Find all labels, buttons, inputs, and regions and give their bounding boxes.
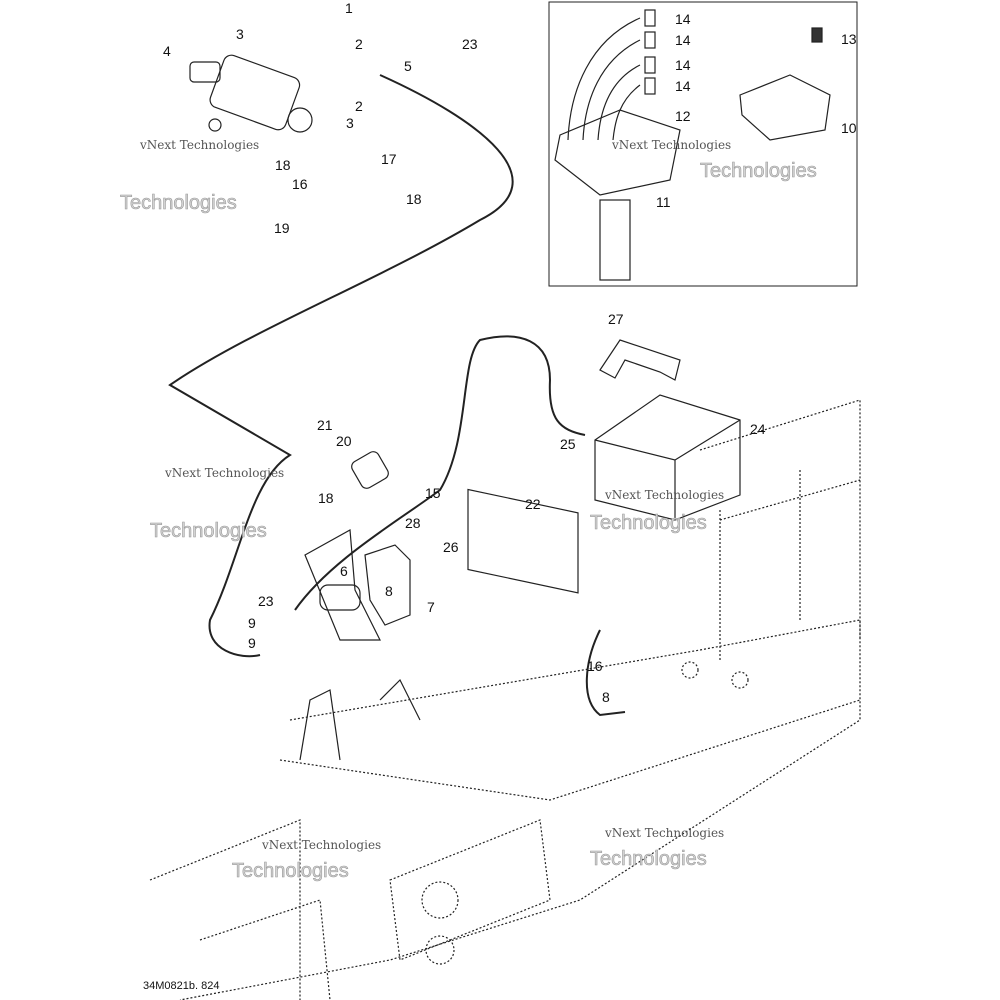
watermark: vNext Technologies	[140, 138, 260, 152]
battery-strap	[599, 339, 681, 381]
callout-20: 20	[336, 433, 352, 449]
callout-4: 4	[163, 43, 171, 59]
callout-14d: 14	[675, 78, 691, 94]
callout-14: 14	[675, 11, 691, 27]
callout-18: 18	[275, 157, 291, 173]
callout-9b: 9	[248, 635, 256, 651]
callout-14c: 14	[675, 57, 691, 73]
callout-2: 2	[355, 36, 363, 52]
watermark-large: Technologies	[150, 520, 267, 543]
callout-26: 26	[443, 539, 459, 555]
chassis-detail	[299, 678, 421, 761]
boot-20	[351, 451, 389, 489]
watermark: vNext Technologies	[262, 838, 382, 852]
callout-21: 21	[317, 417, 333, 433]
callout-10: 10	[841, 120, 857, 136]
watermark: vNext Technologies	[612, 138, 732, 152]
watermark-large: Technologies	[232, 860, 349, 883]
fuses	[567, 9, 656, 141]
watermark-large: Technologies	[590, 512, 707, 535]
solenoid-bracket	[304, 529, 411, 641]
callout-9: 9	[248, 615, 256, 631]
callout-18c: 18	[318, 490, 334, 506]
callout-24: 24	[750, 421, 766, 437]
battery-pad	[467, 488, 579, 594]
fuse-box	[554, 27, 831, 281]
callout-11: 11	[656, 194, 671, 210]
callout-8: 8	[385, 583, 393, 599]
inset-frame	[548, 1, 858, 287]
callout-25: 25	[560, 436, 576, 452]
watermark-large: Technologies	[700, 160, 817, 183]
cable-21	[168, 74, 514, 658]
watermark: vNext Technologies	[165, 466, 285, 480]
battery	[594, 394, 741, 521]
cable-15	[294, 335, 586, 611]
callout-8b: 8	[602, 689, 610, 705]
callout-5: 5	[404, 58, 412, 74]
callout-3b: 3	[346, 115, 354, 131]
callout-17: 17	[381, 151, 397, 167]
callout-13: 13	[841, 31, 857, 47]
callout-2b: 2	[355, 98, 363, 114]
callout-23b: 23	[258, 593, 274, 609]
callout-19: 19	[274, 220, 290, 236]
watermark: vNext Technologies	[605, 488, 725, 502]
callout-7: 7	[427, 599, 435, 615]
watermark-large: Technologies	[120, 192, 237, 215]
callout-28: 28	[405, 515, 421, 531]
cable-16	[585, 629, 626, 717]
callout-6: 6	[340, 563, 348, 579]
callout-3: 3	[236, 26, 244, 42]
drawing-code: 34M0821b. 824	[143, 980, 220, 992]
callout-16: 16	[292, 176, 308, 192]
watermark: vNext Technologies	[605, 826, 725, 840]
callout-16b: 16	[587, 658, 603, 674]
callout-1: 1	[345, 0, 353, 16]
starter-motor	[189, 54, 313, 133]
chassis-frame	[149, 399, 861, 1000]
callout-12: 12	[675, 108, 691, 124]
callout-14b: 14	[675, 32, 691, 48]
callout-27: 27	[608, 311, 624, 327]
watermark-large: Technologies	[590, 848, 707, 871]
callout-23: 23	[462, 36, 478, 52]
callout-18b: 18	[406, 191, 422, 207]
callout-15: 15	[425, 485, 441, 501]
callout-22: 22	[525, 496, 541, 512]
